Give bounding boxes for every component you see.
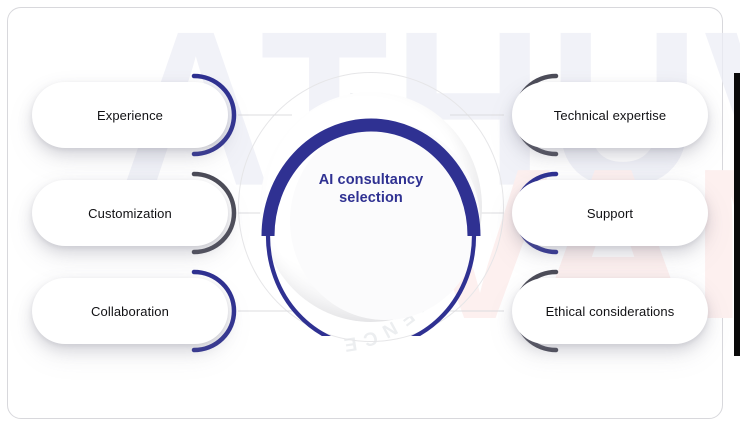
- node-experience[interactable]: Experience: [32, 82, 228, 148]
- node-technical-expertise[interactable]: Technical expertise: [512, 82, 708, 148]
- hub-title: AI consultancy selection: [246, 171, 496, 207]
- node-customization-label: Customization: [88, 205, 172, 221]
- node-support[interactable]: Support: [512, 180, 708, 246]
- hub-ring-upper-arc: [261, 118, 481, 237]
- node-ethical-considerations-label: Ethical considerations: [545, 303, 675, 319]
- hub-title-line-2: selection: [339, 190, 403, 206]
- hub-ring-lower-arc: [265, 233, 477, 336]
- hub-ring: [261, 118, 481, 336]
- node-support-label: Support: [586, 205, 634, 221]
- node-collaboration[interactable]: Collaboration: [32, 278, 228, 344]
- node-customization[interactable]: Customization: [32, 180, 228, 246]
- node-ethical-considerations[interactable]: Ethical considerations: [512, 278, 708, 344]
- hub-title-line-1: AI consultancy: [318, 172, 424, 188]
- node-collaboration-label: Collaboration: [91, 303, 169, 319]
- center-hub: AI consultancy selection: [246, 78, 496, 336]
- node-experience-label: Experience: [96, 107, 164, 123]
- node-technical-expertise-label: Technical expertise: [553, 107, 667, 123]
- guide-ring: [238, 72, 504, 342]
- right-edge-strip: [734, 73, 740, 356]
